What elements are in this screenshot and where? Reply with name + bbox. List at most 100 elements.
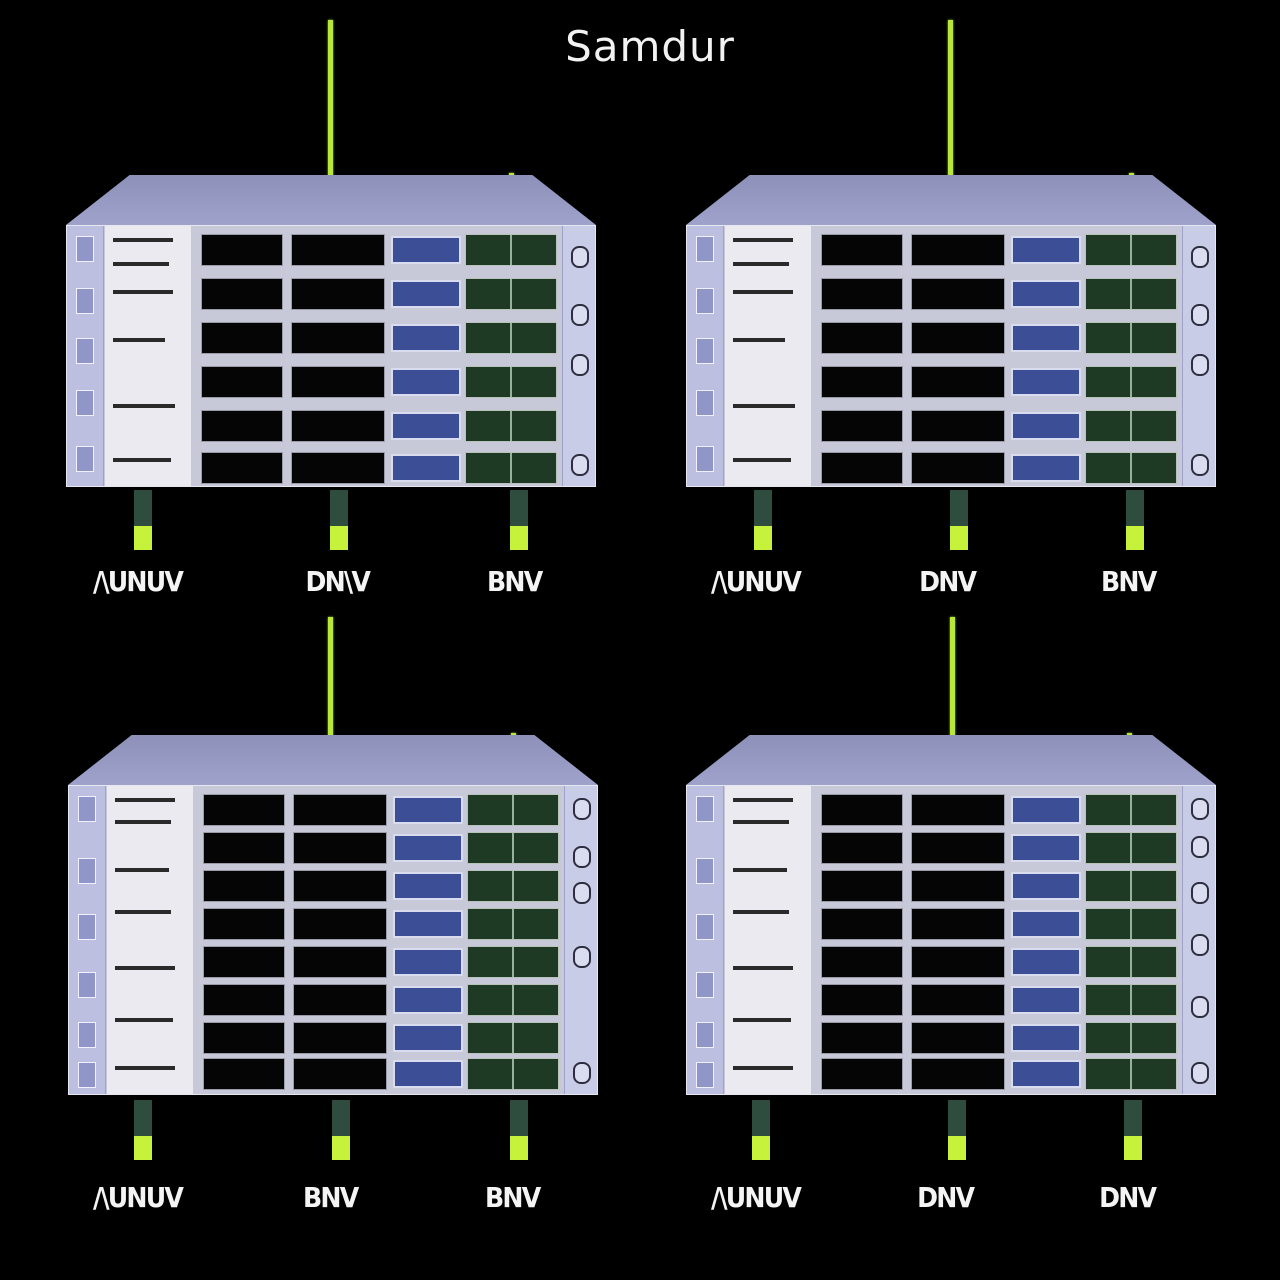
drive-bay[interactable] xyxy=(291,278,385,310)
drive-bay[interactable] xyxy=(293,1022,387,1054)
drive-tray[interactable] xyxy=(467,984,559,1016)
drive-bay[interactable] xyxy=(911,794,1005,826)
drive-tray[interactable] xyxy=(467,908,559,940)
knob-icon[interactable] xyxy=(1191,934,1209,956)
knob-icon[interactable] xyxy=(1191,454,1209,476)
drive-tray[interactable] xyxy=(1085,908,1177,940)
drive-bay[interactable] xyxy=(201,366,283,398)
knob-icon[interactable] xyxy=(571,304,589,326)
drive-tray[interactable] xyxy=(1085,984,1177,1016)
drive-tray[interactable] xyxy=(1085,832,1177,864)
drive-bay[interactable] xyxy=(203,1058,285,1090)
drive-bay[interactable] xyxy=(821,278,903,310)
drive-bay[interactable] xyxy=(911,832,1005,864)
knob-icon[interactable] xyxy=(1191,996,1209,1018)
drive-bay[interactable] xyxy=(821,908,903,940)
drive-bay[interactable] xyxy=(293,908,387,940)
drive-bay[interactable] xyxy=(293,794,387,826)
drive-tray[interactable] xyxy=(465,410,557,442)
drive-bay[interactable] xyxy=(291,410,385,442)
drive-tray[interactable] xyxy=(1085,794,1177,826)
drive-tray[interactable] xyxy=(467,870,559,902)
drive-bay[interactable] xyxy=(911,984,1005,1016)
drive-tray[interactable] xyxy=(467,1058,559,1090)
drive-bay[interactable] xyxy=(293,946,387,978)
drive-tray[interactable] xyxy=(465,452,557,484)
drive-bay[interactable] xyxy=(201,410,283,442)
drive-bay[interactable] xyxy=(911,452,1005,484)
drive-bay[interactable] xyxy=(293,870,387,902)
drive-bay[interactable] xyxy=(291,452,385,484)
drive-bay[interactable] xyxy=(911,278,1005,310)
drive-bay[interactable] xyxy=(201,322,283,354)
drive-bay[interactable] xyxy=(293,984,387,1016)
drive-bay[interactable] xyxy=(293,1058,387,1090)
drive-bay[interactable] xyxy=(911,234,1005,266)
drive-bay[interactable] xyxy=(821,1022,903,1054)
knob-icon[interactable] xyxy=(571,454,589,476)
drive-tray[interactable] xyxy=(1085,1058,1177,1090)
drive-bay[interactable] xyxy=(911,870,1005,902)
knob-icon[interactable] xyxy=(573,1062,591,1084)
drive-bay[interactable] xyxy=(821,870,903,902)
drive-bay[interactable] xyxy=(821,984,903,1016)
drive-tray[interactable] xyxy=(1085,278,1177,310)
knob-icon[interactable] xyxy=(1191,1062,1209,1084)
drive-tray[interactable] xyxy=(1085,1022,1177,1054)
drive-tray[interactable] xyxy=(1085,234,1177,266)
drive-tray[interactable] xyxy=(467,832,559,864)
drive-bay[interactable] xyxy=(821,410,903,442)
knob-icon[interactable] xyxy=(1191,246,1209,268)
drive-bay[interactable] xyxy=(201,278,283,310)
drive-tray[interactable] xyxy=(1085,452,1177,484)
drive-bay[interactable] xyxy=(821,322,903,354)
drive-tray[interactable] xyxy=(465,366,557,398)
drive-bay[interactable] xyxy=(203,946,285,978)
knob-icon[interactable] xyxy=(1191,882,1209,904)
drive-tray[interactable] xyxy=(1085,366,1177,398)
knob-icon[interactable] xyxy=(571,354,589,376)
drive-bay[interactable] xyxy=(821,832,903,864)
drive-bay[interactable] xyxy=(201,452,283,484)
drive-bay[interactable] xyxy=(291,234,385,266)
drive-bay[interactable] xyxy=(911,366,1005,398)
drive-bay[interactable] xyxy=(821,946,903,978)
drive-bay[interactable] xyxy=(203,984,285,1016)
drive-bay[interactable] xyxy=(203,794,285,826)
drive-bay[interactable] xyxy=(821,234,903,266)
drive-bay[interactable] xyxy=(293,832,387,864)
knob-icon[interactable] xyxy=(573,846,591,868)
drive-bay[interactable] xyxy=(203,908,285,940)
knob-icon[interactable] xyxy=(573,946,591,968)
drive-bay[interactable] xyxy=(911,322,1005,354)
drive-bay[interactable] xyxy=(911,946,1005,978)
drive-bay[interactable] xyxy=(821,366,903,398)
drive-tray[interactable] xyxy=(1085,946,1177,978)
drive-bay[interactable] xyxy=(821,1058,903,1090)
knob-icon[interactable] xyxy=(1191,836,1209,858)
drive-bay[interactable] xyxy=(911,410,1005,442)
drive-bay[interactable] xyxy=(201,234,283,266)
drive-bay[interactable] xyxy=(911,1058,1005,1090)
knob-icon[interactable] xyxy=(573,882,591,904)
drive-bay[interactable] xyxy=(203,870,285,902)
knob-icon[interactable] xyxy=(573,798,591,820)
drive-tray[interactable] xyxy=(465,322,557,354)
drive-bay[interactable] xyxy=(821,452,903,484)
drive-tray[interactable] xyxy=(467,1022,559,1054)
drive-bay[interactable] xyxy=(203,832,285,864)
drive-tray[interactable] xyxy=(467,946,559,978)
drive-tray[interactable] xyxy=(1085,410,1177,442)
knob-icon[interactable] xyxy=(1191,304,1209,326)
knob-icon[interactable] xyxy=(1191,798,1209,820)
knob-icon[interactable] xyxy=(1191,354,1209,376)
drive-tray[interactable] xyxy=(465,278,557,310)
drive-tray[interactable] xyxy=(1085,870,1177,902)
knob-icon[interactable] xyxy=(571,246,589,268)
drive-bay[interactable] xyxy=(911,908,1005,940)
drive-bay[interactable] xyxy=(291,322,385,354)
drive-bay[interactable] xyxy=(911,1022,1005,1054)
drive-tray[interactable] xyxy=(465,234,557,266)
drive-bay[interactable] xyxy=(821,794,903,826)
drive-tray[interactable] xyxy=(467,794,559,826)
